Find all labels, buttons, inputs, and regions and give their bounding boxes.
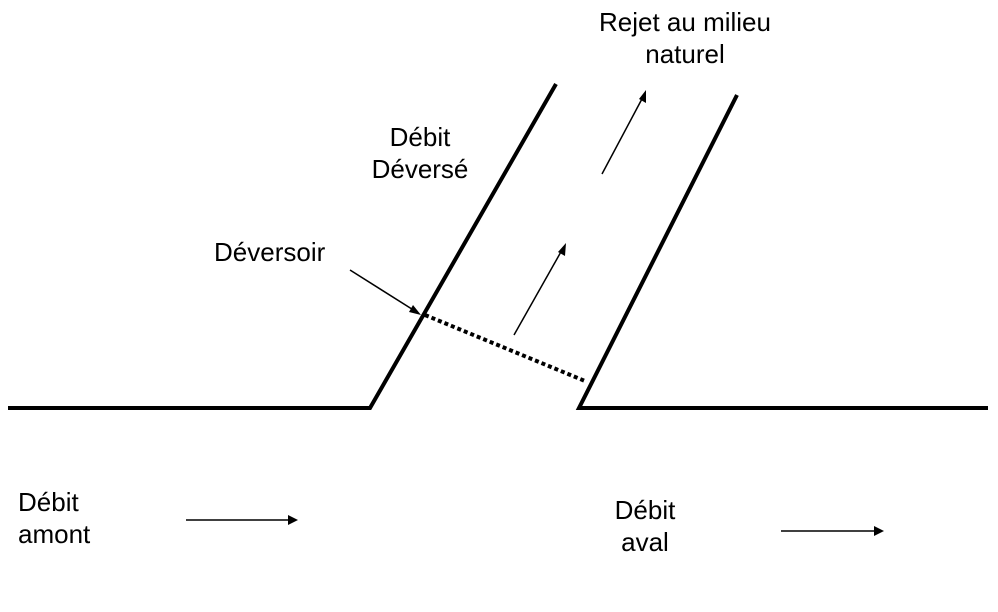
downstream-arrowhead [874, 526, 884, 536]
overflow-flow-arrow-lower [513, 249, 563, 336]
rejet-label: Rejet au milieu naturel [555, 6, 815, 70]
debit-deverse-label-line2: Déversé [371, 154, 469, 184]
debit-aval-label-line2: aval [621, 527, 669, 557]
overflow-arrowhead-upper [639, 90, 646, 103]
upstream-channel-wall [8, 83, 558, 410]
debit-deverse-label-line1: Débit [389, 122, 451, 152]
debit-aval-label-line1: Débit [614, 495, 676, 525]
debit-amont-label-line2: amont [18, 519, 91, 549]
overflow-arrowhead-lower [558, 243, 566, 256]
weir-dotted-line [424, 313, 586, 383]
rejet-label-line2: naturel [645, 39, 725, 69]
deversoir-label: Déversoir [214, 237, 326, 267]
overflow-flow-arrow-upper [601, 96, 644, 175]
debit-aval-label: Débit aval [590, 494, 700, 558]
debit-deverse-label: Débit Déversé [355, 121, 485, 185]
downstream-channel-wall [575, 94, 988, 410]
debit-amont-label-line1: Débit [18, 487, 79, 517]
deversoir-pointer-line [349, 269, 416, 312]
deversoir-pointer-arrowhead [409, 305, 421, 315]
upstream-arrowhead [288, 515, 298, 525]
debit-amont-label: Débit amont [18, 486, 90, 550]
rejet-label-line1: Rejet au milieu [599, 7, 771, 37]
